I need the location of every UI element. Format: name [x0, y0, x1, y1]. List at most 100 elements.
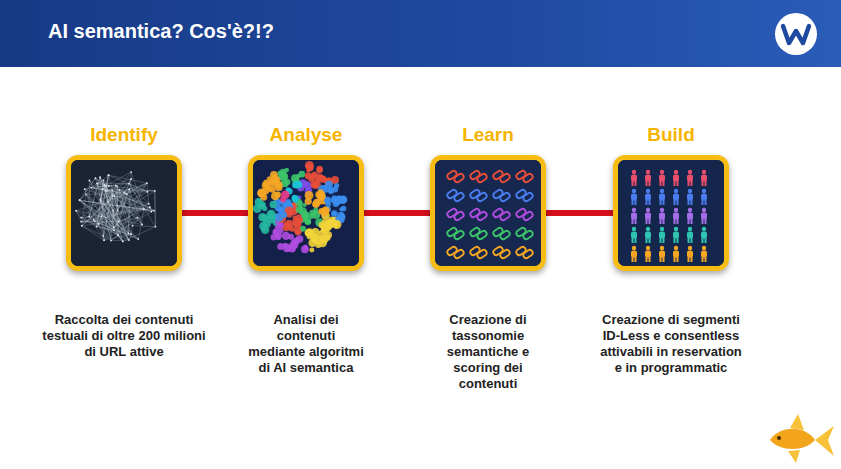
illustration-stroke	[635, 200, 637, 205]
illustration-stroke	[674, 219, 676, 224]
illustration-stroke	[702, 246, 706, 250]
illustration-stroke	[320, 176, 327, 183]
illustration-stroke	[293, 197, 298, 202]
illustration-stroke	[649, 238, 651, 243]
illustration-stroke	[663, 200, 665, 205]
illustration-stroke	[649, 181, 651, 186]
illustration-stroke	[469, 227, 481, 238]
illustration-stroke	[632, 257, 634, 262]
illustration-stroke	[645, 251, 651, 258]
illustration-stroke	[84, 188, 86, 190]
connector-line	[364, 213, 430, 214]
stage-illustration	[435, 160, 541, 266]
illustration-stroke	[659, 194, 665, 201]
illustration-stroke	[339, 214, 345, 220]
illustration-stroke	[492, 208, 504, 219]
illustration-stroke	[646, 227, 650, 231]
illustration-stroke	[701, 251, 707, 258]
illustration-stroke	[677, 238, 679, 243]
stage-illustration	[253, 160, 359, 266]
illustration-stroke	[301, 245, 309, 253]
illustration-stroke	[691, 181, 693, 186]
illustration-stroke	[143, 208, 145, 210]
illustration-stroke	[674, 227, 678, 231]
illustration-stroke	[702, 189, 706, 193]
illustration-stroke	[702, 219, 704, 224]
illustration-stroke	[659, 232, 665, 239]
illustration-stroke	[645, 175, 651, 182]
illustration-stroke	[103, 236, 105, 240]
illustration-stroke	[635, 257, 637, 262]
illustration-stroke	[631, 194, 637, 201]
illustration-stroke	[446, 246, 458, 257]
illustration-stroke	[499, 230, 511, 241]
illustration-stroke	[75, 210, 77, 212]
illustration-stroke	[453, 230, 465, 241]
illustration-stroke	[701, 175, 707, 182]
illustration-stroke	[289, 242, 297, 250]
illustration-stroke	[469, 208, 481, 219]
logo-mark	[783, 26, 809, 43]
stage-description: Raccolta dei contenuti testuali di oltre…	[36, 312, 212, 360]
illustration-stroke	[333, 212, 337, 216]
illustration-stroke	[476, 192, 488, 203]
illustration-stroke	[304, 246, 308, 250]
illustration-stroke	[326, 219, 335, 228]
illustration-stroke	[446, 170, 458, 181]
illustration-stroke	[257, 189, 265, 197]
illustration-stroke	[522, 173, 534, 184]
illustration-stroke	[137, 217, 139, 219]
illustration-stroke	[677, 219, 679, 224]
illustration-stroke	[80, 178, 96, 200]
illustration-stroke	[258, 213, 267, 222]
goldfish	[770, 414, 834, 463]
illustration-stroke	[101, 201, 119, 222]
illustration-stroke	[85, 189, 123, 241]
illustration-stroke	[632, 200, 634, 205]
illustration-stroke	[660, 200, 662, 205]
illustration-stroke	[316, 167, 322, 173]
stage-description: Creazione di segmenti ID-Less e consentl…	[596, 312, 746, 376]
illustration-stroke	[702, 227, 706, 231]
illustration-stroke	[76, 211, 81, 222]
illustration-stroke	[635, 181, 637, 186]
illustration-stroke	[522, 230, 534, 241]
stage-illustration	[618, 160, 724, 266]
illustration-stroke	[326, 201, 332, 207]
illustration-stroke	[318, 230, 327, 239]
illustration-stroke	[133, 225, 156, 227]
illustration-stroke	[677, 200, 679, 205]
illustration-stroke	[645, 232, 651, 239]
illustration-stroke	[687, 251, 693, 258]
illustration-stroke	[453, 192, 465, 203]
illustration-stroke	[674, 189, 678, 193]
illustration-stroke	[154, 191, 156, 227]
illustration-stroke	[645, 194, 651, 201]
illustration-stroke	[677, 257, 679, 262]
stage-heading: Identify	[90, 124, 158, 146]
illustration-stroke	[522, 249, 534, 260]
logo	[775, 13, 817, 55]
illustration-stroke	[305, 198, 312, 205]
illustration-stroke	[631, 213, 637, 220]
illustration-stroke	[91, 183, 97, 187]
illustration-stroke	[649, 219, 651, 224]
illustration-stroke	[645, 213, 651, 220]
illustration-stroke	[103, 194, 126, 236]
illustration-stroke	[268, 211, 272, 215]
illustration-stroke	[85, 189, 86, 194]
illustration-stroke	[659, 213, 665, 220]
illustration-stroke	[660, 208, 664, 212]
illustration-stroke	[101, 185, 105, 201]
illustration-stroke	[309, 248, 314, 253]
illustration-stroke	[687, 213, 693, 220]
connector-stroke	[182, 210, 248, 216]
illustration-stroke	[336, 195, 342, 201]
illustration-stroke	[705, 181, 707, 186]
illustration-stroke	[691, 200, 693, 205]
illustration-stroke	[646, 238, 648, 243]
illustration-stroke	[270, 201, 277, 208]
illustration-stroke	[292, 195, 299, 202]
illustration-stroke	[284, 168, 289, 173]
illustration-stroke	[701, 213, 707, 220]
